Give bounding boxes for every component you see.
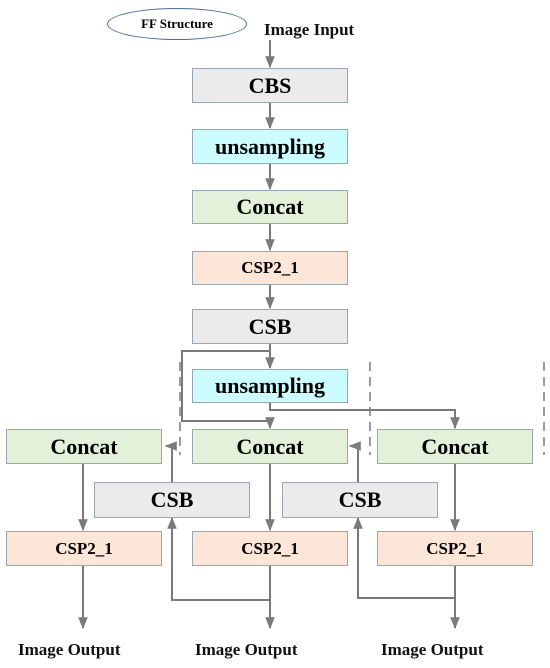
csp2-1-box-left: CSP2_1 xyxy=(6,531,162,566)
arrow-unsampling-to-concat-right xyxy=(269,403,460,430)
image-output-label-right: Image Output xyxy=(381,640,484,659)
concat-box-left: Concat xyxy=(6,429,162,464)
arrow-mid-out-to-csb-left xyxy=(167,516,270,601)
image-input-label: Image Input xyxy=(264,20,355,39)
concat-box-middle: Concat xyxy=(192,429,348,464)
concat-box-right: Concat xyxy=(377,429,533,464)
arrow-csb-left-to-concat-left xyxy=(164,441,177,482)
image-output-label-middle: Image Output xyxy=(195,640,298,659)
csb-box-right: CSB xyxy=(282,482,438,518)
arrow-csb-to-concat-mid xyxy=(181,350,275,430)
unsampling-box-top: unsampling xyxy=(192,129,348,164)
cbs-box: CBS xyxy=(192,68,348,103)
ff-structure-bubble: FF Structure xyxy=(107,8,247,40)
image-output-label-left: Image Output xyxy=(18,640,121,659)
arrow-right-out-to-csb-right xyxy=(353,516,455,599)
concat-box-top: Concat xyxy=(192,190,348,224)
csb-box-top: CSB xyxy=(192,309,348,344)
csp2-1-box-top: CSP2_1 xyxy=(192,251,348,285)
bubble-text: FF Structure xyxy=(141,16,213,31)
csp2-1-box-right: CSP2_1 xyxy=(377,531,533,566)
arrow-csb-right-to-concat-mid xyxy=(348,441,361,482)
csp2-1-box-middle: CSP2_1 xyxy=(192,531,348,566)
csb-box-left: CSB xyxy=(94,482,250,518)
unsampling-box-second: unsampling xyxy=(192,369,348,403)
